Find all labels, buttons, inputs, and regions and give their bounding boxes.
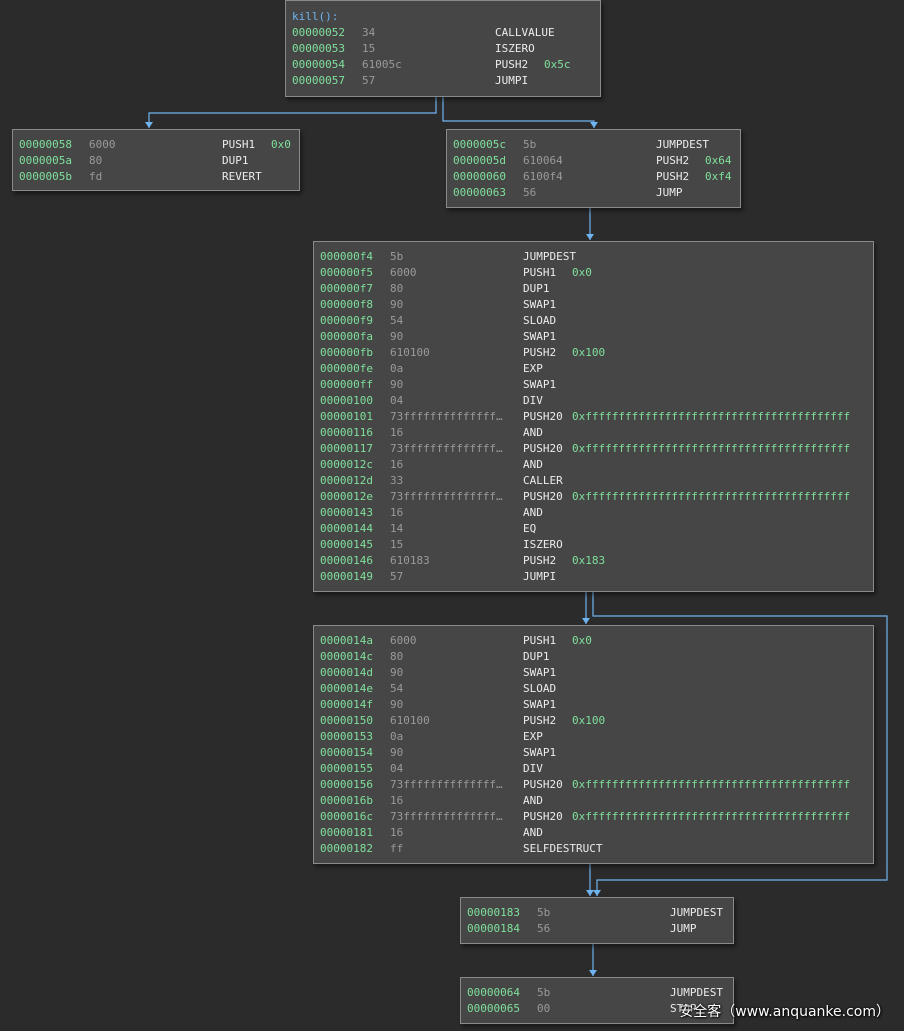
edge-f4-to-183 [592,592,888,896]
edge-kill-to-revert [145,96,437,128]
watermark: 安全客（www.anquanke.com） [679,1004,890,1020]
function-label: kill(): [292,10,339,23]
edge-kill-to-jumpdest-5c [442,96,598,128]
